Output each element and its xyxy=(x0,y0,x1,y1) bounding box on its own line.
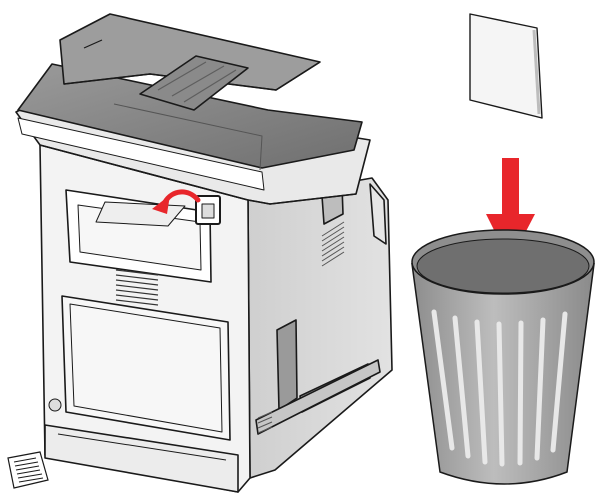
trash-can xyxy=(412,230,594,484)
printer-side-panel xyxy=(248,178,392,478)
discarded-sheet xyxy=(470,14,542,118)
side-slot xyxy=(277,320,297,410)
output-paper xyxy=(96,202,185,226)
door-latch xyxy=(49,399,61,411)
manual-page xyxy=(8,452,48,488)
printer xyxy=(16,14,392,492)
